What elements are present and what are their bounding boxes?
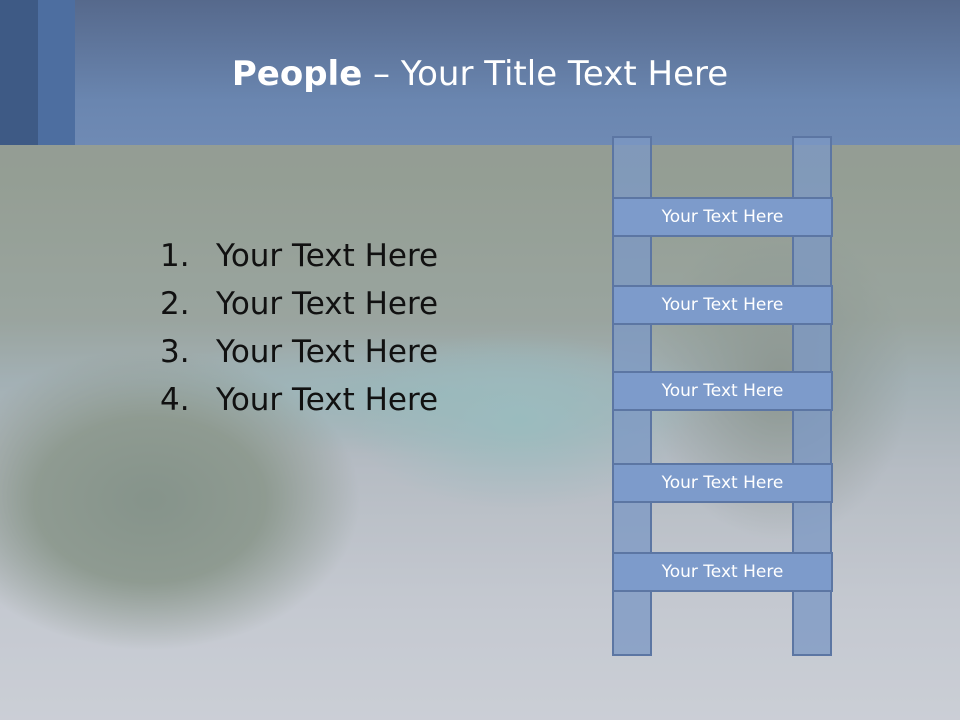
slide-title-rest: – Your Title Text Here (362, 54, 729, 94)
ladder-rung-2[interactable]: Your Text Here (612, 285, 833, 325)
ladder-rung-1[interactable]: Your Text Here (612, 197, 833, 237)
list-item: 1. Your Text Here (160, 232, 438, 280)
ladder-rung-5[interactable]: Your Text Here (612, 552, 833, 592)
list-item-text: Your Text Here (216, 238, 439, 274)
slide-title[interactable]: People – Your Title Text Here (0, 52, 960, 96)
header-band (0, 0, 960, 145)
header-accent-strip-light (38, 0, 75, 145)
list-item-number: 2. (160, 286, 190, 322)
list-item: 2. Your Text Here (160, 280, 438, 328)
list-item: 3. Your Text Here (160, 328, 438, 376)
list-item: 4. Your Text Here (160, 376, 438, 424)
ladder-rung-4[interactable]: Your Text Here (612, 463, 833, 503)
header-accent-strip-dark (0, 0, 38, 145)
list-item-number: 3. (160, 334, 190, 370)
list-item-number: 4. (160, 382, 190, 418)
list-item-text: Your Text Here (216, 334, 439, 370)
list-item-number: 1. (160, 238, 190, 274)
slide-title-bold: People (231, 54, 363, 94)
ladder-rung-3[interactable]: Your Text Here (612, 371, 833, 411)
numbered-list[interactable]: 1. Your Text Here 2. Your Text Here 3. Y… (160, 232, 438, 424)
list-item-text: Your Text Here (216, 286, 439, 322)
list-item-text: Your Text Here (216, 382, 439, 418)
